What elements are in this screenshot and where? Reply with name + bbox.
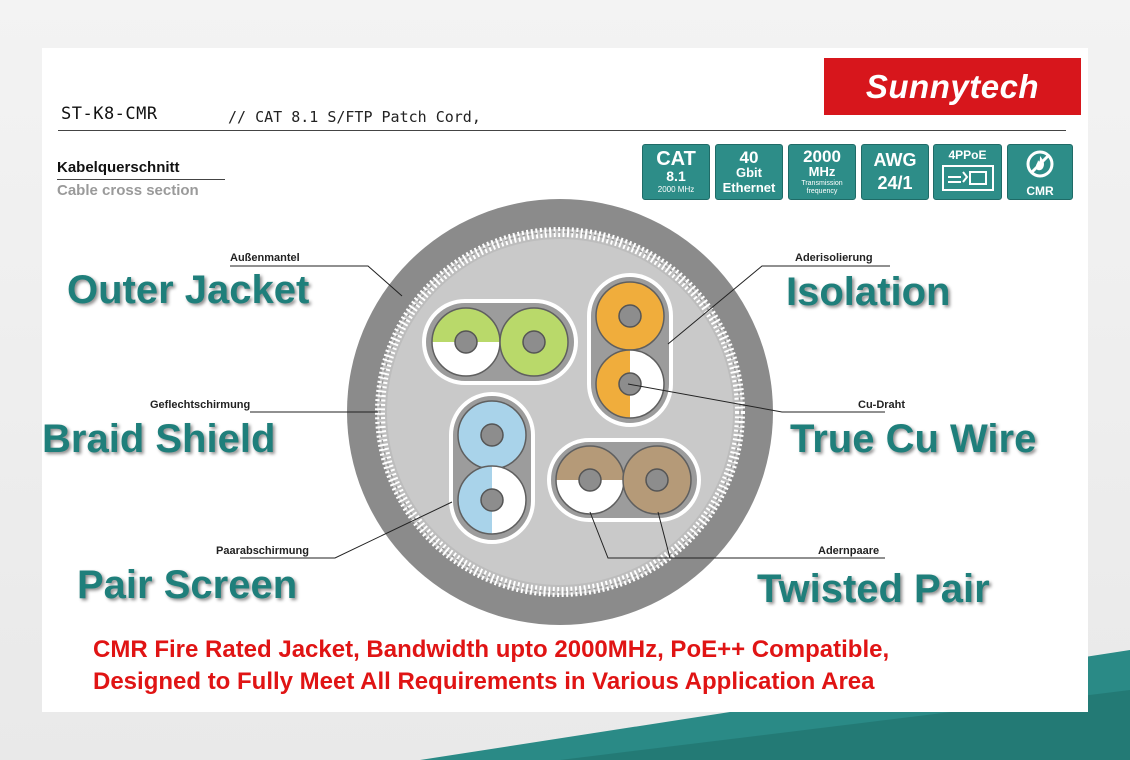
badge-frequency-line3: Transmission frequency [801,180,843,195]
section-title-en: Cable cross section [57,182,199,199]
badge-cat-line3: 2000 MHz [657,185,695,194]
header-rule [58,130,1066,131]
badge-frequency: 2000 MHz Transmission frequency [788,144,856,200]
badge-cat-line1: CAT [656,148,696,170]
badge-cat: CAT 8.1 2000 MHz [642,144,710,200]
badge-frequency-line1: 2000 [803,147,841,166]
label-isolation-de: Aderisolierung [795,252,873,264]
no-fire-icon [1026,150,1054,178]
twisted-pair-orange [587,273,673,427]
label-cu-de: Cu-Draht [858,399,906,411]
brand-logo-text: Sunnytech [865,67,1040,105]
label-braid-de: Geflechtschirmung [150,399,251,411]
badge-speed-line3: Ethernet [722,180,776,195]
badge-poe-line1: 4PPoE [948,148,987,162]
footer-line-1: CMR Fire Rated Jacket, Bandwidth upto 20… [93,636,890,663]
label-pair-screen-en: Pair Screen [77,563,298,607]
label-twisted-de: Adernpaare [818,545,880,557]
badge-speed-line2: Gbit [736,165,762,180]
badge-cmr: CMR [1007,144,1073,200]
twisted-pair-blue [449,392,535,544]
badge-speed-line1: 40 [739,148,759,167]
label-braid-en: Braid Shield [42,417,276,461]
model-number: ST-K8-CMR [61,104,158,124]
footer-line-2: Designed to Fully Meet All Requirements … [93,668,875,695]
badge-awg-line2: 24/1 [877,173,913,193]
badge-awg-line1: AWG [873,150,917,170]
badge-cmr-label: CMR [1026,184,1054,198]
label-cu-en: True Cu Wire [790,417,1037,461]
badge-poe: 4PPoE [933,144,1002,200]
badge-awg: AWG 24/1 [861,144,929,200]
product-description: // CAT 8.1 S/FTP Patch Cord, [228,108,481,126]
leader-lines [230,265,890,559]
twisted-pair-green [422,299,578,385]
section-rule [57,179,225,180]
badge-frequency-line2: MHz [808,164,836,179]
label-outer-jacket-en: Outer Jacket [67,268,310,312]
label-pair-screen-de: Paarabschirmung [216,545,309,557]
label-outer-jacket-de: Außenmantel [230,252,300,264]
label-twisted-en: Twisted Pair [757,567,990,611]
twisted-pair-brown [547,438,701,522]
brand-logo: Sunnytech [824,58,1081,115]
poe-connector-icon [941,165,994,191]
label-isolation-en: Isolation [786,270,951,314]
section-title-de: Kabelquerschnitt [57,159,180,176]
badge-cat-line2: 8.1 [666,168,686,184]
badge-speed: 40 Gbit Ethernet [715,144,783,200]
